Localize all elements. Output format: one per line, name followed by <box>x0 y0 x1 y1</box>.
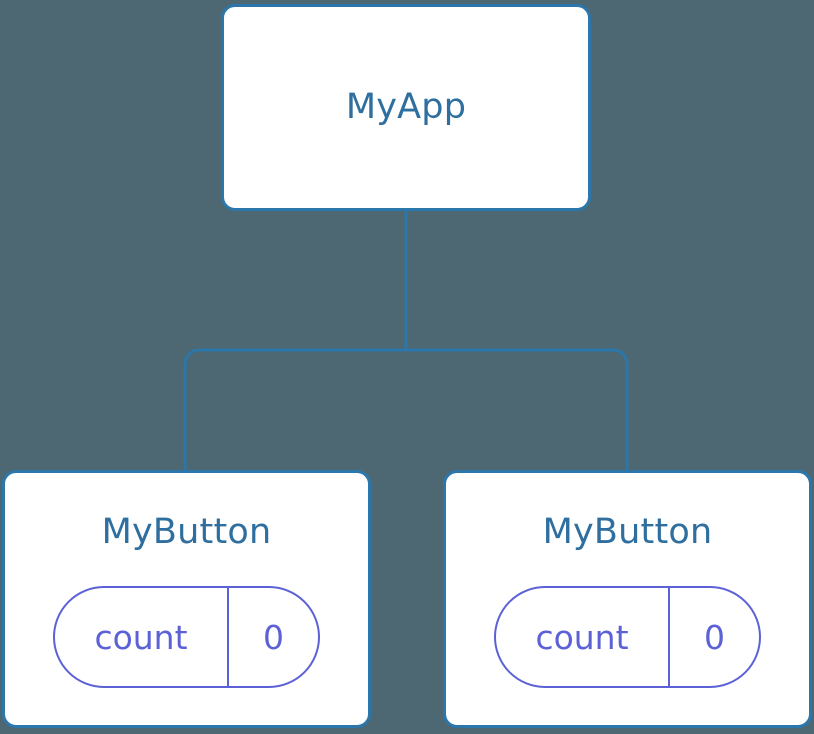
edge-root-to-left-child <box>183 348 406 470</box>
node-label: MyButton <box>542 512 713 552</box>
state-value: 0 <box>263 617 284 657</box>
state-pill[interactable]: count 0 <box>53 586 320 688</box>
state-key: count <box>496 588 670 686</box>
edge-root-to-right-child <box>406 348 629 470</box>
tree-node-myapp[interactable]: MyApp <box>221 4 591 211</box>
node-label: MyApp <box>345 87 467 127</box>
state-pill[interactable]: count 0 <box>494 586 761 688</box>
state-key: count <box>55 588 229 686</box>
state-value: 0 <box>704 617 725 657</box>
tree-node-mybutton-2[interactable]: MyButton count 0 <box>443 470 812 728</box>
tree-node-mybutton-1[interactable]: MyButton count 0 <box>2 470 371 728</box>
node-label: MyButton <box>101 512 272 552</box>
